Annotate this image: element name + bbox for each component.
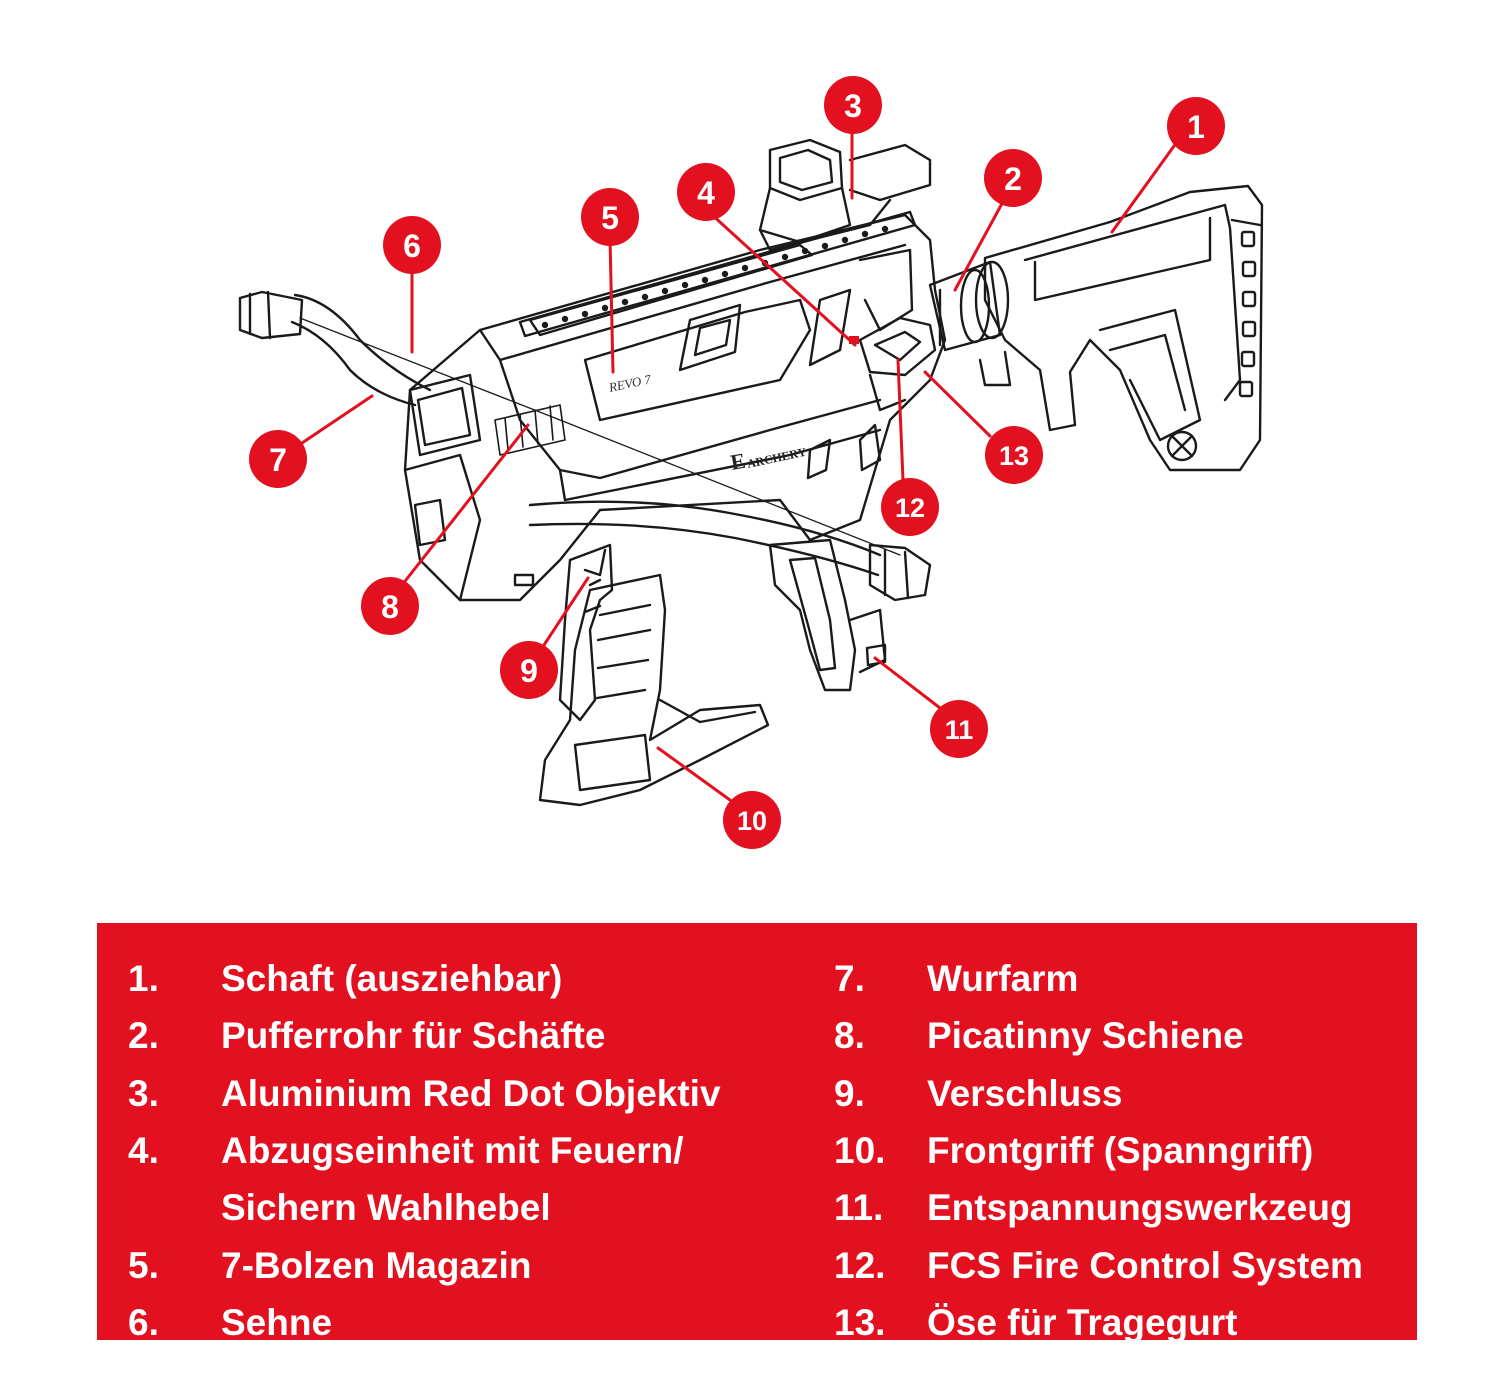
legend-item-number: 9. bbox=[834, 1072, 865, 1114]
stock-drawing bbox=[978, 184, 1264, 472]
limb-drawing bbox=[238, 290, 932, 602]
callout-2-label: 2 bbox=[1004, 161, 1022, 197]
callout-1-label: 1 bbox=[1187, 109, 1205, 145]
trigger-indicator bbox=[849, 336, 859, 344]
model-marking: REVO 7 bbox=[607, 371, 653, 395]
callout-4: 4 bbox=[677, 163, 735, 221]
pistol-grip-drawing bbox=[558, 543, 614, 722]
callout-10-label: 10 bbox=[737, 806, 767, 836]
legend-item-label: Öse für Tragegurt bbox=[927, 1301, 1238, 1343]
callout-11-label: 11 bbox=[945, 715, 974, 745]
legend-item-label: Schaft (ausziehbar) bbox=[221, 958, 563, 999]
crossbow-diagram: REVO 7 E ARCHERY 1 2 3 4 5 6 7 8 9 10 11… bbox=[238, 76, 1264, 849]
legend-item-number: 10. bbox=[834, 1129, 886, 1171]
legend-item-number: 12. bbox=[834, 1244, 886, 1286]
legend-item-label: Sichern Wahlhebel bbox=[221, 1187, 551, 1229]
brand-marking-letter: E bbox=[729, 448, 748, 475]
front-grip-drawing bbox=[538, 573, 770, 807]
callout-12: 12 bbox=[881, 478, 939, 536]
callout-9-label: 9 bbox=[520, 653, 538, 689]
legend-item-label: Picatinny Schiene bbox=[927, 1015, 1244, 1057]
callout-12-label: 12 bbox=[895, 493, 925, 523]
buffer-tube-drawing bbox=[928, 260, 1010, 352]
brand-marking-word: ARCHERY bbox=[746, 445, 808, 471]
legend-item-label: Aluminium Red Dot Objektiv bbox=[221, 1072, 721, 1114]
leader-9 bbox=[542, 576, 590, 647]
callout-1: 1 bbox=[1167, 97, 1225, 155]
receiver-drawing bbox=[403, 213, 947, 602]
legend-item-label: Frontgriff (Spanngriff) bbox=[927, 1129, 1314, 1171]
callout-5-label: 5 bbox=[601, 200, 619, 236]
callout-7-label: 7 bbox=[269, 442, 287, 478]
trigger-unit-drawing bbox=[858, 316, 937, 412]
legend-item-number: 3. bbox=[128, 1072, 159, 1114]
legend-item-number: 1. bbox=[128, 958, 159, 999]
callout-13-label: 13 bbox=[999, 441, 1029, 471]
leader-13 bbox=[923, 370, 992, 438]
leader-12 bbox=[896, 358, 905, 482]
legend-item-label: Abzugseinheit mit Feuern/ bbox=[221, 1129, 684, 1171]
legend-item-number: 5. bbox=[128, 1244, 159, 1286]
leader-7 bbox=[300, 394, 374, 445]
callout-5: 5 bbox=[581, 188, 639, 246]
leader-8 bbox=[400, 423, 530, 587]
callout-leaders bbox=[300, 126, 1189, 802]
callout-10: 10 bbox=[723, 791, 781, 849]
callout-2: 2 bbox=[984, 149, 1042, 207]
legend-item-label: Pufferrohr für Schäfte bbox=[221, 1015, 606, 1057]
leader-11 bbox=[873, 656, 942, 710]
picatinny-rail-drawing bbox=[494, 404, 566, 456]
callout-11: 11 bbox=[930, 700, 988, 758]
legend-item-label: Verschluss bbox=[927, 1072, 1123, 1114]
callout-3: 3 bbox=[824, 76, 882, 134]
leader-10 bbox=[656, 746, 732, 802]
legend-item-number: 11. bbox=[834, 1187, 884, 1229]
legend-item-label: Wurfarm bbox=[927, 958, 1079, 999]
crossbow-illustration bbox=[238, 138, 1264, 807]
parts-legend: 1. Schaft (ausziehbar) 2. Pufferrohr für Sc… bbox=[97, 923, 1417, 1343]
red-dot-sight-drawing bbox=[758, 138, 932, 252]
leader-4 bbox=[708, 211, 857, 347]
legend-item-label: FCS Fire Control System bbox=[927, 1244, 1363, 1286]
callout-13: 13 bbox=[985, 426, 1043, 484]
callout-markers: 1 2 3 4 5 6 7 8 9 10 11 12 13 bbox=[249, 76, 1225, 849]
legend-item-number: 8. bbox=[834, 1015, 865, 1057]
legend-item-number: 6. bbox=[128, 1301, 159, 1343]
legend-item-number: 13. bbox=[834, 1301, 886, 1343]
callout-6-label: 6 bbox=[403, 228, 421, 264]
leader-2 bbox=[953, 196, 1007, 292]
legend-item-number: 2. bbox=[128, 1015, 159, 1057]
callout-9: 9 bbox=[500, 641, 558, 699]
legend-item-number: 4. bbox=[128, 1129, 159, 1171]
cocking-grip-drawing bbox=[768, 538, 887, 692]
legend-item-label: Entspannungswerkzeug bbox=[927, 1187, 1353, 1229]
callout-3-label: 3 bbox=[844, 88, 862, 124]
callout-8: 8 bbox=[361, 577, 419, 635]
callout-7: 7 bbox=[249, 430, 307, 488]
callout-6: 6 bbox=[383, 216, 441, 274]
callout-4-label: 4 bbox=[697, 175, 715, 211]
legend-item-number: 7. bbox=[834, 958, 865, 999]
top-rail-drawing bbox=[518, 210, 917, 338]
legend-item-label: 7-Bolzen Magazin bbox=[221, 1244, 532, 1286]
callout-8-label: 8 bbox=[381, 589, 399, 625]
legend-item-label: Sehne bbox=[221, 1301, 333, 1343]
leader-5 bbox=[608, 236, 615, 374]
